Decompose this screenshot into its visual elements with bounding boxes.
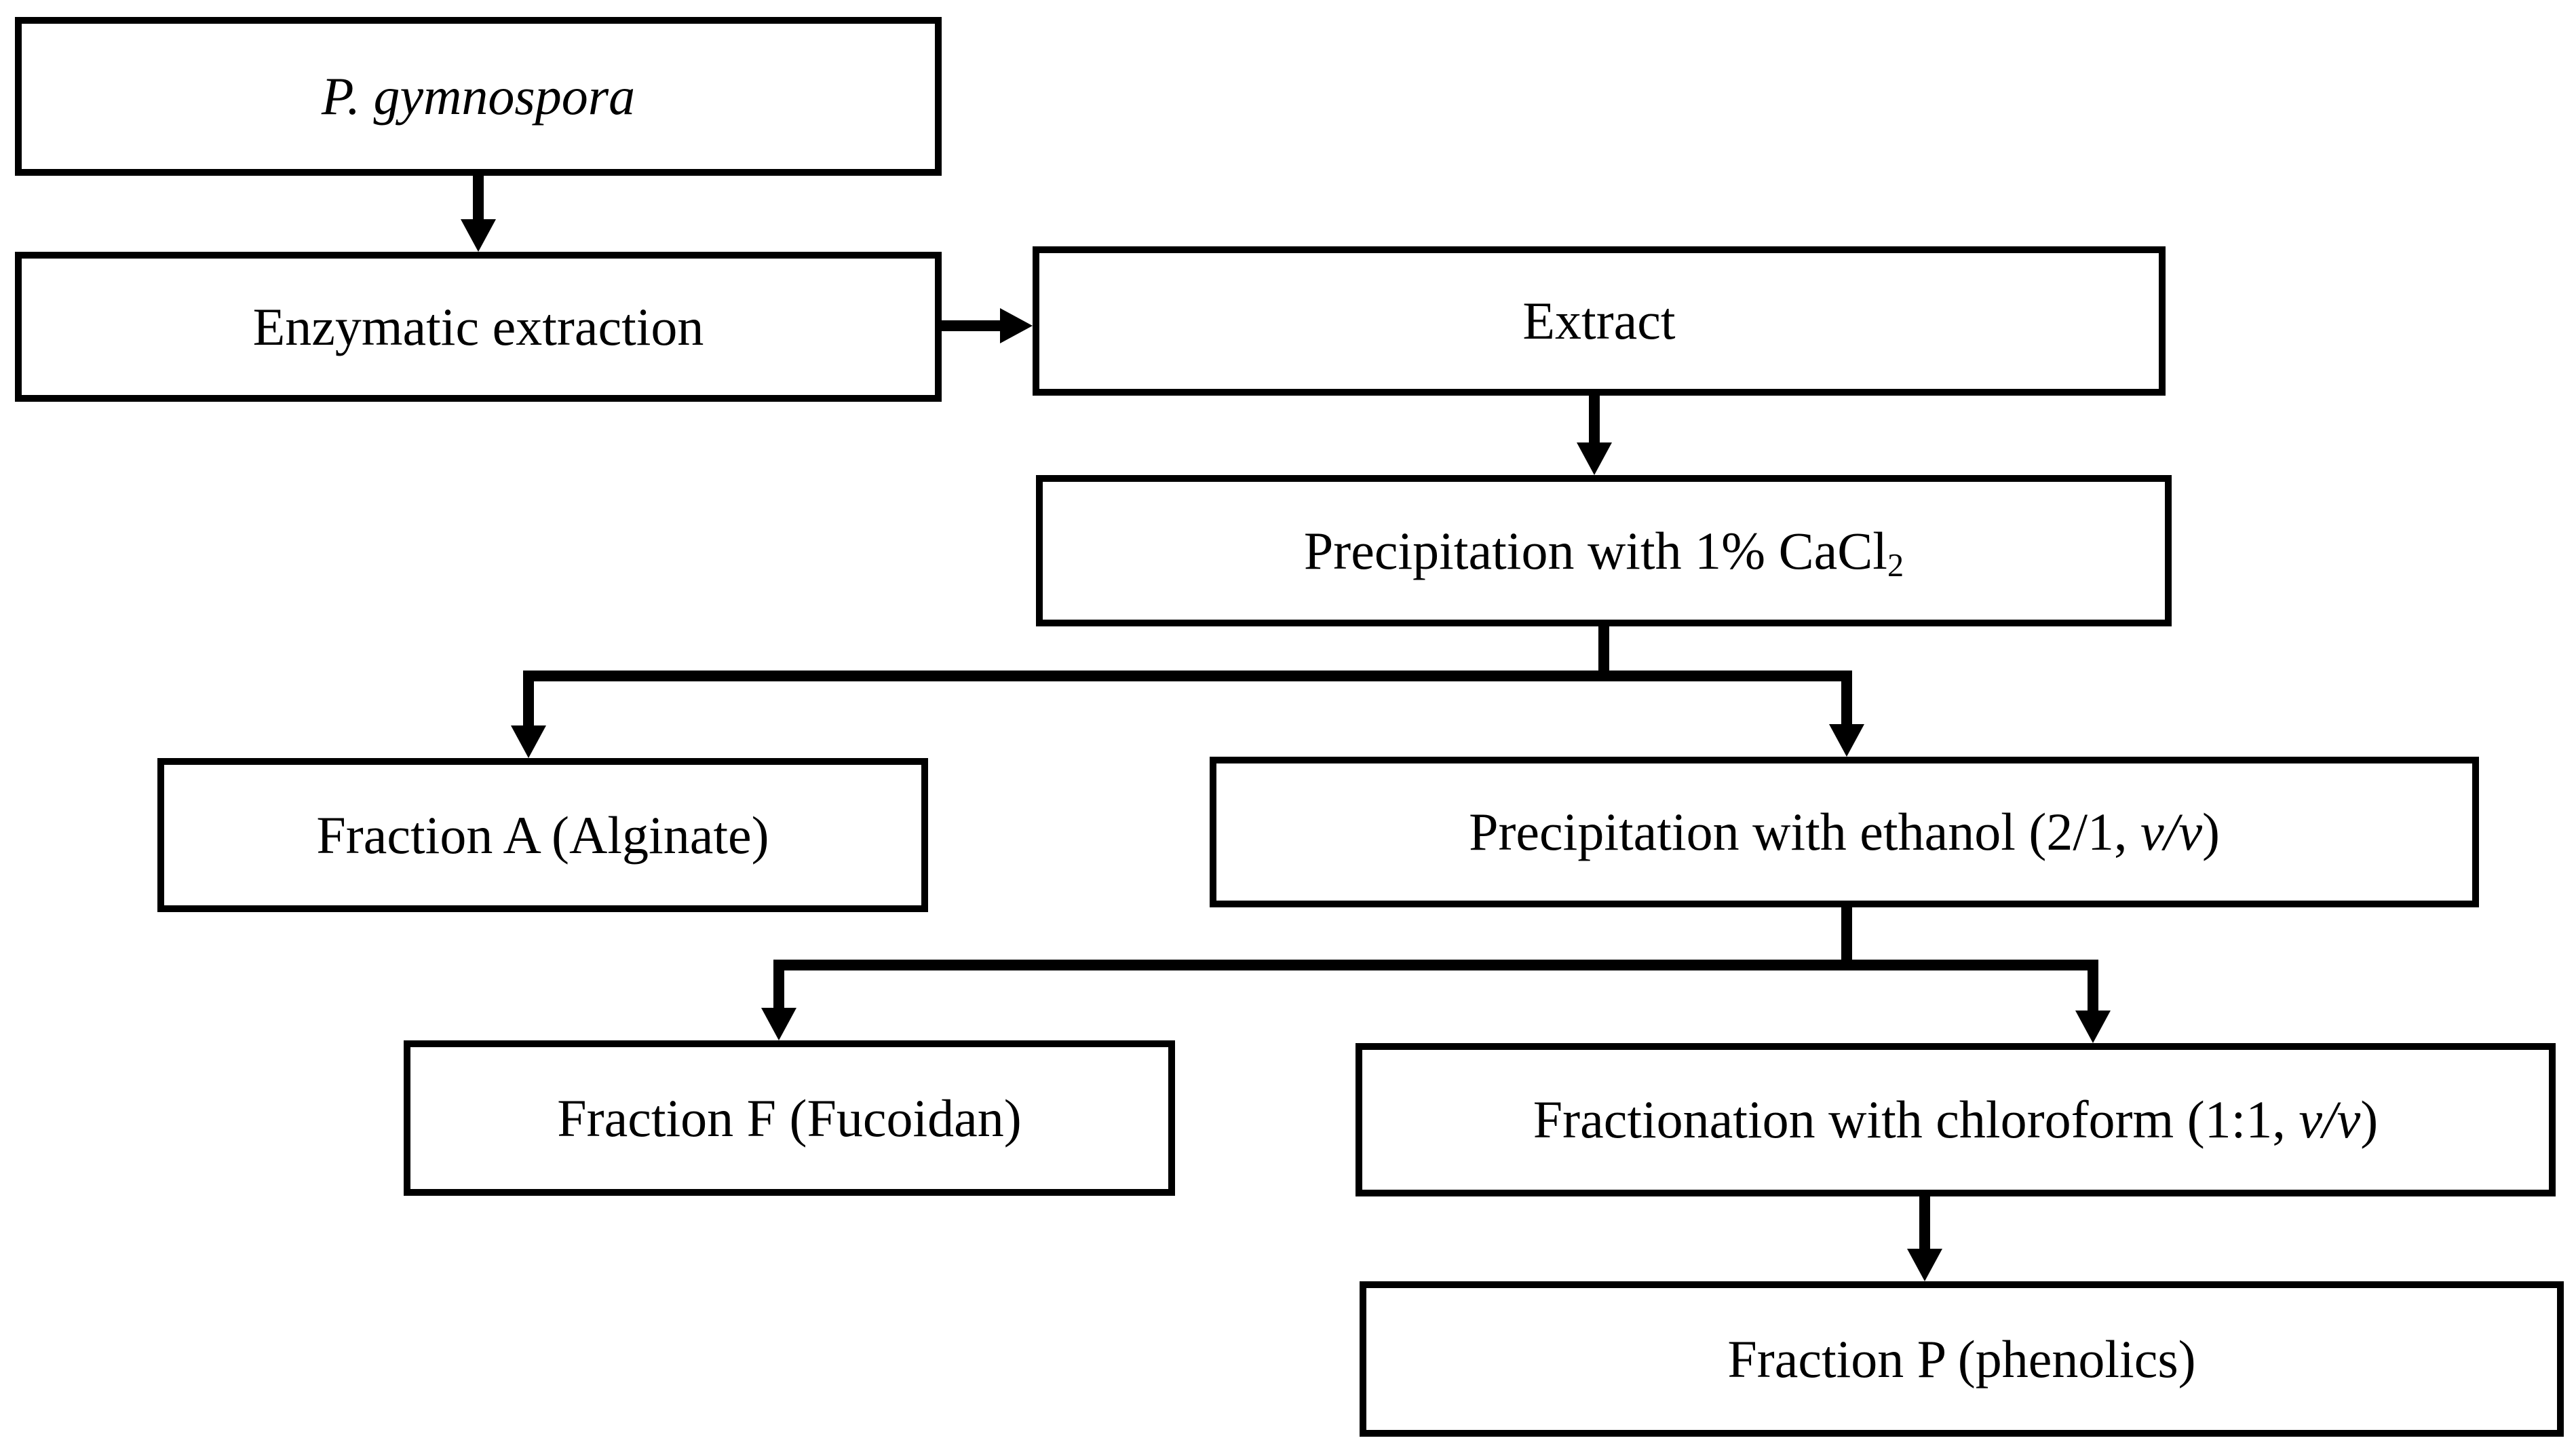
- arrow-ethanol-to-fraction-f-arrowhead-icon: [761, 1008, 796, 1040]
- branch-cacl2-stem: [1598, 625, 1609, 673]
- node-fraction-f-label: Fraction F (Fucoidan): [557, 1088, 1022, 1148]
- cacl2-label-subscript: 2: [1887, 548, 1904, 584]
- node-precipitation-cacl2-label: Precipitation with 1% CaCl2: [1303, 521, 1904, 584]
- arrow-cacl2-to-ethanol-arrowhead-icon: [1829, 724, 1864, 757]
- node-fractionation-chloroform: Fractionation with chloroform (1:1, v/v): [1356, 1043, 2556, 1196]
- ethanol-label-suffix: ): [2202, 802, 2220, 862]
- arrow-chloroform-to-fraction-p-arrowhead-icon: [1907, 1249, 1942, 1281]
- arrow-extract-to-cacl2-arrowhead-icon: [1577, 442, 1612, 475]
- node-fraction-p-phenolics: Fraction P (phenolics): [1360, 1281, 2564, 1437]
- arrow-enzymatic-to-extract-arrowhead-icon: [1000, 308, 1033, 343]
- node-enzymatic-extraction: Enzymatic extraction: [15, 252, 942, 402]
- chloroform-label-vv: v/v: [2299, 1090, 2361, 1150]
- branch-ethanol-horizontal-bar: [773, 960, 2098, 970]
- arrow-ethanol-to-chloroform-arrowhead-icon: [2075, 1011, 2111, 1043]
- arrow-ethanol-to-fraction-f-stem: [773, 960, 784, 1009]
- node-fraction-a-label: Fraction A (Alginate): [316, 805, 769, 865]
- node-precipitation-ethanol: Precipitation with ethanol (2/1, v/v): [1210, 757, 2479, 907]
- node-p-gymnospora: P. gymnospora: [15, 17, 942, 176]
- arrow-cacl2-to-fraction-a-stem: [523, 671, 534, 727]
- node-extract: Extract: [1033, 246, 2166, 396]
- node-fraction-p-label: Fraction P (phenolics): [1727, 1329, 2196, 1389]
- branch-cacl2-horizontal-bar: [523, 671, 1852, 681]
- node-p-gymnospora-label: P. gymnospora: [321, 67, 636, 126]
- arrow-pgymnospora-to-enzymatic-stem: [473, 176, 484, 221]
- node-extract-label: Extract: [1522, 291, 1676, 351]
- node-precipitation-cacl2: Precipitation with 1% CaCl2: [1036, 475, 2172, 626]
- chloroform-label-suffix: ): [2360, 1090, 2379, 1150]
- node-fraction-a-alginate: Fraction A (Alginate): [157, 758, 928, 912]
- node-precipitation-ethanol-label: Precipitation with ethanol (2/1, v/v): [1469, 803, 2220, 861]
- ethanol-label-vv: v/v: [2140, 802, 2202, 862]
- branch-ethanol-stem: [1841, 906, 1852, 962]
- node-fraction-f-fucoidan: Fraction F (Fucoidan): [404, 1040, 1175, 1196]
- arrow-cacl2-to-fraction-a-arrowhead-icon: [511, 725, 546, 758]
- ethanol-label-prefix: Precipitation with ethanol (2/1,: [1469, 802, 2141, 862]
- cacl2-label-main: Precipitation with 1% CaCl: [1303, 521, 1887, 580]
- arrow-cacl2-to-ethanol-stem: [1841, 671, 1852, 725]
- node-enzymatic-extraction-label: Enzymatic extraction: [252, 297, 704, 356]
- arrow-ethanol-to-chloroform-stem: [2088, 960, 2098, 1012]
- arrow-enzymatic-to-extract-stem: [940, 320, 1001, 331]
- node-fractionation-chloroform-label: Fractionation with chloroform (1:1, v/v): [1533, 1091, 2379, 1149]
- arrow-extract-to-cacl2-stem: [1589, 394, 1600, 444]
- chloroform-label-prefix: Fractionation with chloroform (1:1,: [1533, 1090, 2299, 1150]
- arrow-chloroform-to-fraction-p-stem: [1919, 1195, 1930, 1250]
- arrow-pgymnospora-to-enzymatic-arrowhead-icon: [461, 219, 496, 252]
